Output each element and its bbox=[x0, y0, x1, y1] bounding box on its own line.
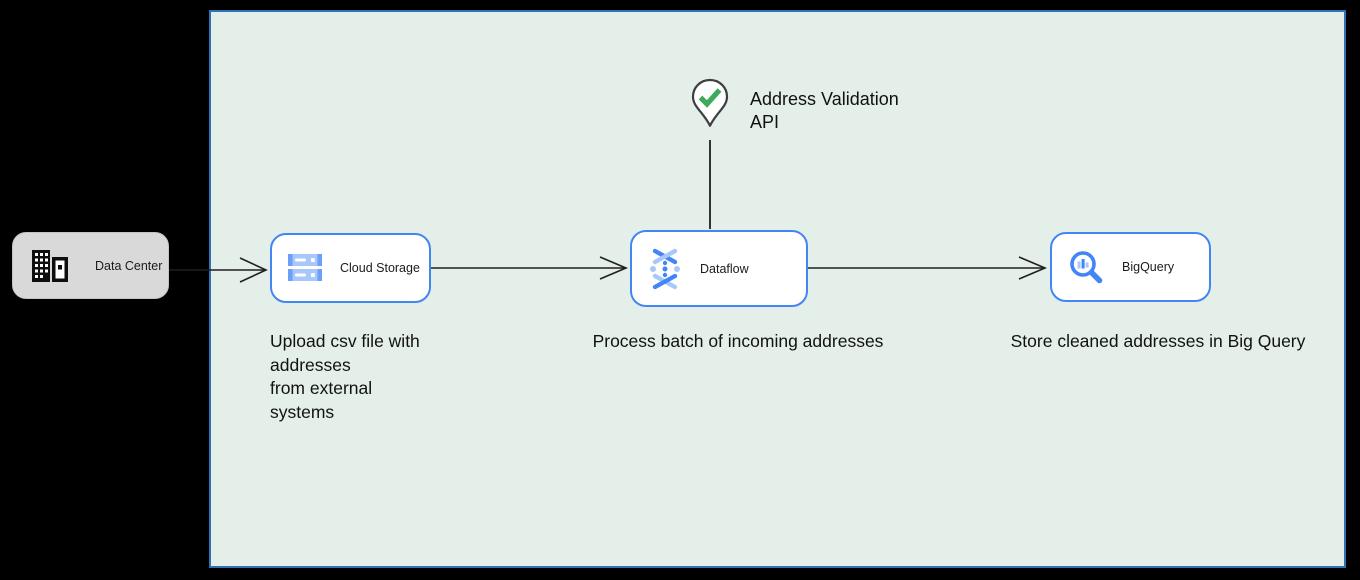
node-label: Data Center bbox=[95, 258, 163, 273]
pin-check-icon bbox=[691, 78, 729, 127]
caption-dataflow: Process batch of incoming addresses bbox=[592, 331, 884, 351]
node-label: BigQuery bbox=[1122, 260, 1175, 274]
node-dataflow[interactable]: Dataflow bbox=[630, 230, 808, 307]
dataflow-icon bbox=[650, 248, 680, 289]
node-label: Dataflow bbox=[700, 261, 749, 276]
api-annotation-label: Address Validation API bbox=[750, 89, 899, 132]
node-bigquery[interactable]: BigQuery bbox=[1050, 232, 1211, 302]
caption-bigquery: Store cleaned addresses in Big Query bbox=[1010, 331, 1306, 351]
node-data-center[interactable]: Data Center bbox=[12, 232, 169, 299]
node-cloud-storage[interactable]: Cloud Storage bbox=[270, 233, 431, 303]
data-center-icon bbox=[32, 249, 68, 282]
node-label: Cloud Storage bbox=[340, 261, 420, 275]
caption-cloud-storage: Upload csv file with addresses from exte… bbox=[270, 331, 420, 422]
cloud-storage-icon bbox=[288, 254, 322, 281]
bigquery-icon bbox=[1070, 251, 1103, 284]
